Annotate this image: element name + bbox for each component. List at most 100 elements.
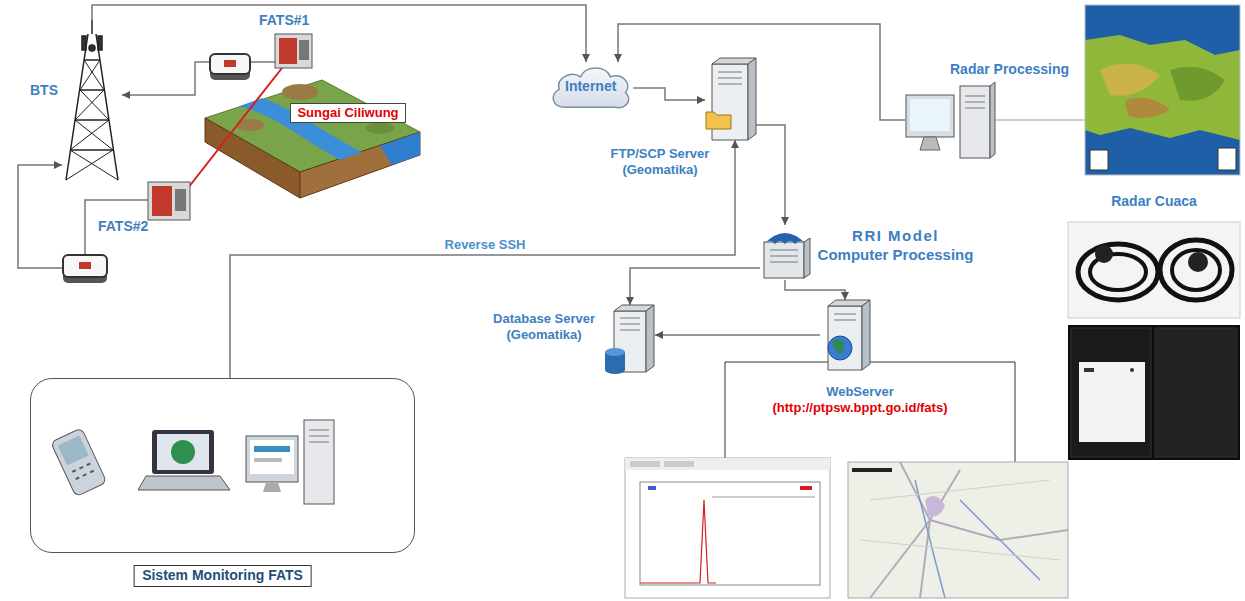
radar-map: [1085, 5, 1240, 175]
fats-device-part: [299, 40, 309, 60]
cloud-shape: [553, 68, 629, 108]
modem-icon: [63, 255, 107, 283]
ftp-server-icon-part: [706, 112, 731, 129]
web-server: WebServer(http://ptpsw.bppt.go.id/fats): [820, 300, 870, 370]
receiver-case-photo-part: [1068, 325, 1240, 460]
radar-computer: Radar Processing: [905, 82, 995, 160]
map-screenshot-part: [852, 468, 892, 472]
rri-machine-icon-part: [804, 238, 810, 278]
computer-icon-part: [960, 86, 990, 158]
laptop-icon-part: [171, 440, 195, 464]
radar-map-part: [1100, 64, 1160, 96]
modem-icon-part: [63, 255, 107, 277]
bts-tower-icon-part: [66, 34, 118, 180]
radar-map-part: [1085, 35, 1240, 140]
desktop-icon: [246, 420, 334, 504]
label-box: RRI Model Computer Processing: [816, 227, 975, 265]
database-server: Database Server (Geomatika): [605, 305, 655, 372]
label-box: Sungai Ciliwung: [297, 105, 398, 121]
screen-link: [1015, 362, 1016, 462]
modem-icon-part: [210, 54, 250, 74]
web-server-icon-part: [862, 300, 870, 370]
bts-tower: BTS: [62, 20, 122, 182]
antenna-photo-part: [1078, 244, 1158, 300]
label-box: FATS#2: [98, 218, 148, 236]
receiver-case-photo-part: [1155, 328, 1237, 457]
chart-screenshot-part: [625, 458, 830, 598]
desktop-icon-part: [304, 420, 334, 504]
bts-tower-icon-part: [89, 45, 95, 51]
bts-tower-icon-part: [82, 36, 86, 50]
label-box: BTS: [30, 82, 58, 100]
label-box: FATS#1: [259, 12, 309, 30]
chart-screenshot-part: [625, 458, 830, 470]
node-label: Radar Processing: [950, 61, 1069, 79]
radar-map-part: [1090, 150, 1108, 170]
node-label: Sungai Ciliwung: [297, 105, 398, 121]
sensor-wire: [188, 68, 282, 188]
laptop-icon: [138, 430, 230, 490]
chart-screenshot-part: [630, 461, 660, 467]
map-screenshot-part: [915, 480, 1040, 598]
map-screenshot-part: [848, 462, 1068, 598]
bts-tower-icon-part: [98, 36, 102, 50]
bts-tower-icon-part: [70, 60, 114, 150]
receiver-case-photo-part: [1079, 362, 1145, 442]
database-server-icon: [605, 305, 654, 374]
connector: [122, 62, 275, 95]
monitoring-group: Sistem Monitoring FATS: [30, 378, 415, 553]
desktop-icon-part: [254, 446, 290, 452]
label-box: Database Server (Geomatika): [491, 311, 597, 344]
radar-map-part: [1085, 5, 1240, 175]
connector: [655, 334, 820, 336]
ftp-server-icon-part: [748, 58, 756, 140]
desktop-icon-part: [246, 436, 298, 482]
database-server-icon-part: [605, 348, 625, 356]
edge-label: Reverse SSH: [442, 237, 529, 252]
receiver-case-photo-part: [1130, 368, 1134, 372]
antenna-photo-part: [1095, 245, 1113, 263]
fats-device-part: [175, 189, 186, 211]
phone-icon-part-part: [58, 435, 89, 465]
chart-screenshot-part: [640, 482, 820, 585]
desktop-icon-part: [254, 458, 282, 462]
phone-icon: [51, 428, 107, 497]
river-terrain-part: [366, 122, 394, 134]
bts-tower-icon-part: [66, 60, 118, 180]
laptop-icon-part: [138, 476, 230, 490]
chart-screenshot-part: [664, 461, 694, 467]
connector: [785, 280, 845, 300]
chart-screenshot-part: [648, 486, 656, 490]
web-server-icon-part: [828, 306, 862, 370]
sensor-station: FATS#2: [148, 182, 190, 220]
rri-machine-icon: [764, 233, 810, 278]
connector: [92, 5, 586, 62]
desktop-icon-part: [250, 440, 294, 474]
river-terrain-part: [282, 84, 318, 100]
fats-device-part: [152, 186, 172, 216]
river-terrain: [205, 80, 420, 198]
fats-device-part: [148, 182, 190, 220]
computer-icon-part: [965, 96, 985, 108]
modem-icon: [210, 54, 250, 80]
desktop-icon-part: [309, 430, 329, 442]
computer-icon-part: [910, 99, 950, 131]
connector: [756, 125, 785, 225]
node-label: Internet: [565, 78, 616, 96]
node-label: Radar Cuaca: [1111, 193, 1197, 211]
computer-icon-part: [990, 82, 995, 158]
web-server-icon: [828, 300, 870, 370]
web-server-icon-part: [834, 314, 856, 320]
database-server-icon-part: [646, 305, 654, 372]
phone-icon-part: [51, 428, 107, 497]
label-box: WebServer(http://ptpsw.bppt.go.id/fats): [773, 384, 948, 417]
label-box: Sistem Monitoring FATS: [133, 565, 312, 587]
receiver-case-photo: [1068, 325, 1240, 460]
node-label: RRI Model Computer Processing: [816, 227, 975, 265]
web-server-icon-part: [828, 336, 852, 360]
label-box: Radar Processing: [950, 61, 1069, 79]
rri-machine-icon-part: [770, 250, 798, 262]
modem-icon-part: [224, 60, 236, 67]
map-screenshot-part: [925, 496, 945, 516]
